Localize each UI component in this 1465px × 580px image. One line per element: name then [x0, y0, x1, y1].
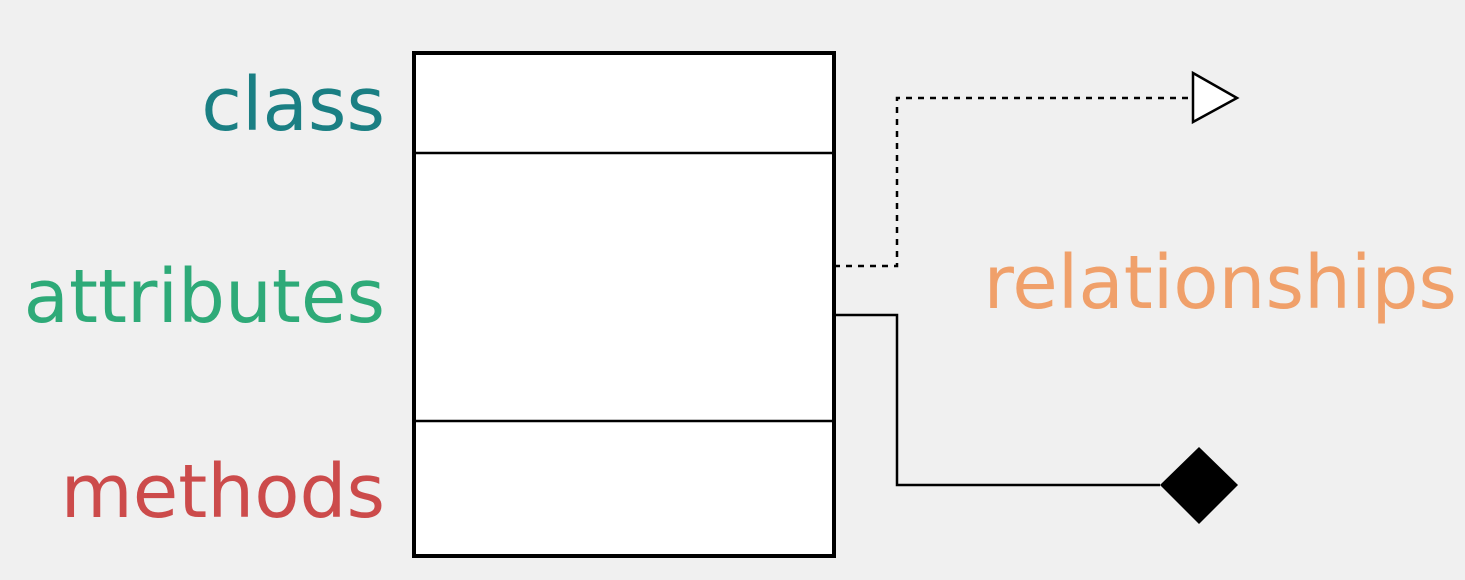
attributes-label: attributes	[24, 254, 385, 340]
filled-diamond-icon	[1160, 447, 1238, 524]
class-label: class	[201, 62, 385, 148]
hollow-triangle-arrowhead-icon	[1191, 70, 1240, 125]
dashed-connector-line	[834, 96, 1193, 268]
solid-relationship	[834, 313, 1238, 524]
relationships-label: relationships	[983, 240, 1457, 326]
methods-label: methods	[61, 449, 385, 535]
dashed-relationship	[834, 70, 1240, 268]
class-box-outline	[412, 51, 836, 558]
solid-connector-line	[834, 313, 1160, 487]
class-box	[412, 51, 836, 558]
